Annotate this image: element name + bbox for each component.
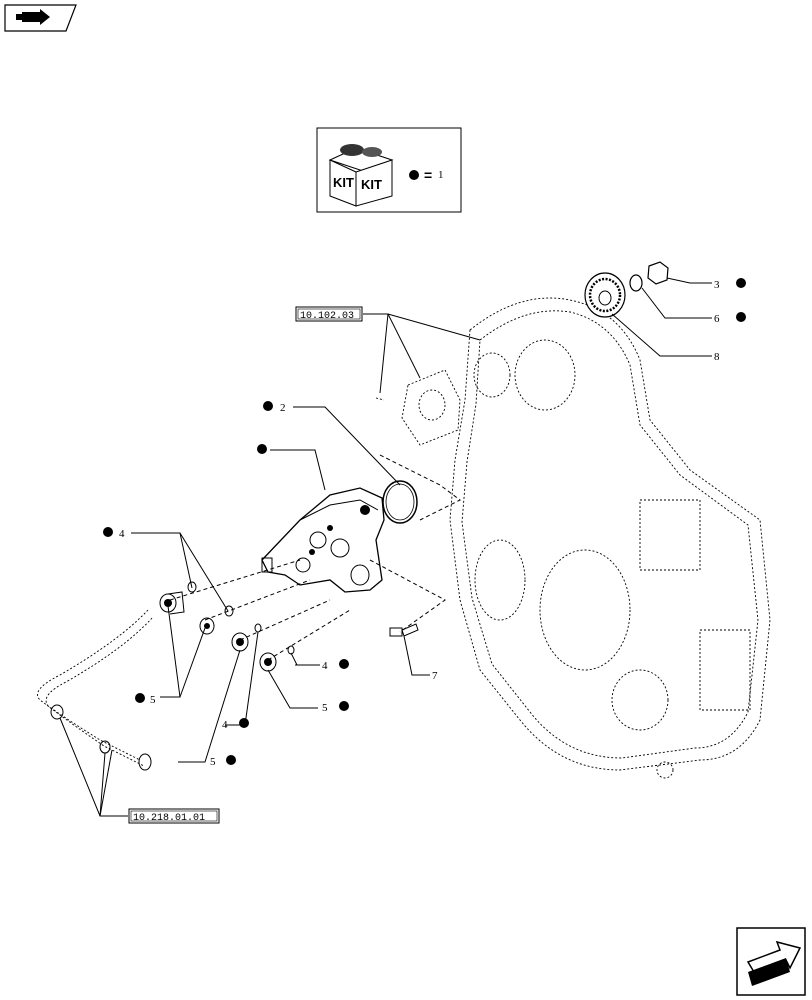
- callout-4-left: 4: [119, 528, 125, 540]
- kit-box-icon: KIT KIT: [328, 144, 394, 207]
- kit-bullet-icon: [339, 701, 349, 711]
- mounting-flange: [375, 352, 511, 446]
- kit-bullet-icon: [736, 278, 746, 288]
- kit-legend: KIT KIT = 1: [316, 127, 462, 213]
- callout-4-right: 4: [322, 660, 328, 672]
- drive-gear: [584, 272, 626, 318]
- kit-bullet-icon: [135, 693, 145, 703]
- assembly-lines: [169, 454, 461, 661]
- kit-label-left: KIT: [333, 175, 354, 190]
- fitting-mid: [231, 632, 249, 652]
- callout-5-left: 5: [150, 694, 156, 706]
- callout-5-mid: 5: [210, 756, 216, 768]
- back-arrow-icon: [16, 9, 50, 25]
- bolt: [389, 623, 419, 637]
- kit-label-right: KIT: [361, 177, 382, 192]
- kit-equals: =: [424, 167, 432, 183]
- washer: [629, 274, 643, 292]
- callout-4-mid: 4: [222, 719, 228, 731]
- nut: [647, 261, 669, 285]
- fuel-pipe: [37, 609, 153, 771]
- fitting-right: [259, 652, 277, 672]
- reference-top-label: 10.102.03: [300, 311, 354, 322]
- seal-ring: [224, 605, 234, 617]
- kit-bullet-icon: [226, 755, 236, 765]
- kit-bullet-icon: [339, 659, 349, 669]
- kit-bullet-icon: [263, 401, 273, 411]
- callout-3: 3: [714, 279, 720, 291]
- kit-quantity: 1: [438, 169, 444, 181]
- kit-bullet-icon: [409, 170, 419, 180]
- kit-bullet-icon: [257, 444, 267, 454]
- next-page-arrow-icon: [746, 940, 802, 986]
- kit-bullet-icon: [103, 527, 113, 537]
- leader-lines: [59, 277, 712, 817]
- fitting-left-2: [199, 617, 215, 635]
- callout-8: 8: [714, 351, 720, 363]
- reference-bottom-label: 10.218.01.01: [133, 813, 205, 824]
- callout-2: 2: [280, 402, 286, 414]
- seal-ring: [187, 581, 197, 593]
- o-ring: [382, 480, 418, 524]
- next-page-button[interactable]: [736, 927, 806, 996]
- kit-bullet-icon: [736, 312, 746, 322]
- kit-bullet-icon: [239, 718, 249, 728]
- previous-page-button[interactable]: [4, 4, 77, 32]
- callout-6: 6: [714, 313, 720, 325]
- callout-7: 7: [432, 670, 438, 682]
- reference-link-bottom[interactable]: 10.218.01.01: [128, 808, 220, 824]
- reference-link-top[interactable]: 10.102.03: [295, 306, 363, 322]
- fitting-left-1: [159, 591, 185, 615]
- high-pressure-pump: [261, 487, 385, 593]
- gear-housing: [449, 297, 771, 779]
- callout-5-right: 5: [322, 702, 328, 714]
